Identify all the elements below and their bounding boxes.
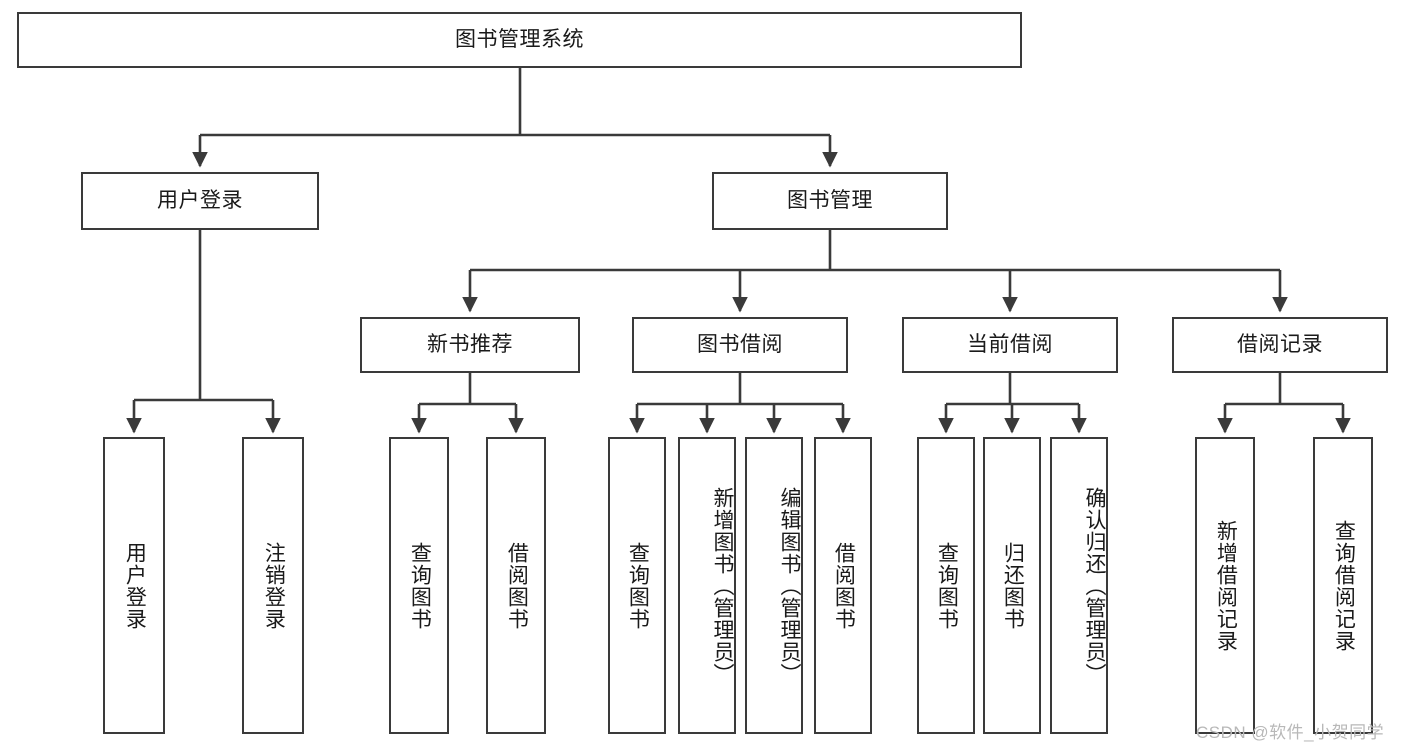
- node-leaf-confirm-return-admin[interactable]: 确认归还（管理员）: [1050, 437, 1108, 734]
- node-root-system[interactable]: 图书管理系统: [17, 12, 1022, 68]
- node-borrow-record[interactable]: 借阅记录: [1172, 317, 1388, 373]
- node-leaf-borrow-book-recommend[interactable]: 借阅图书: [486, 437, 546, 734]
- node-current-borrow[interactable]: 当前借阅: [902, 317, 1118, 373]
- node-new-book-recommend[interactable]: 新书推荐: [360, 317, 580, 373]
- node-leaf-query-borrow-record[interactable]: 查询借阅记录: [1313, 437, 1373, 734]
- node-leaf-query-book-recommend[interactable]: 查询图书: [389, 437, 449, 734]
- node-leaf-add-book-admin[interactable]: 新增图书（管理员）: [678, 437, 736, 734]
- node-user-login[interactable]: 用户登录: [81, 172, 319, 230]
- node-leaf-borrow-book[interactable]: 借阅图书: [814, 437, 872, 734]
- node-book-borrow[interactable]: 图书借阅: [632, 317, 848, 373]
- node-leaf-user-login[interactable]: 用户登录: [103, 437, 165, 734]
- csdn-watermark: CSDN @软件_小贺同学: [1196, 723, 1385, 742]
- node-leaf-query-book-borrow[interactable]: 查询图书: [608, 437, 666, 734]
- node-leaf-query-book-current[interactable]: 查询图书: [917, 437, 975, 734]
- node-leaf-return-book[interactable]: 归还图书: [983, 437, 1041, 734]
- node-book-manage[interactable]: 图书管理: [712, 172, 948, 230]
- node-leaf-logout-login[interactable]: 注销登录: [242, 437, 304, 734]
- node-leaf-add-borrow-record[interactable]: 新增借阅记录: [1195, 437, 1255, 734]
- node-leaf-edit-book-admin[interactable]: 编辑图书（管理员）: [745, 437, 803, 734]
